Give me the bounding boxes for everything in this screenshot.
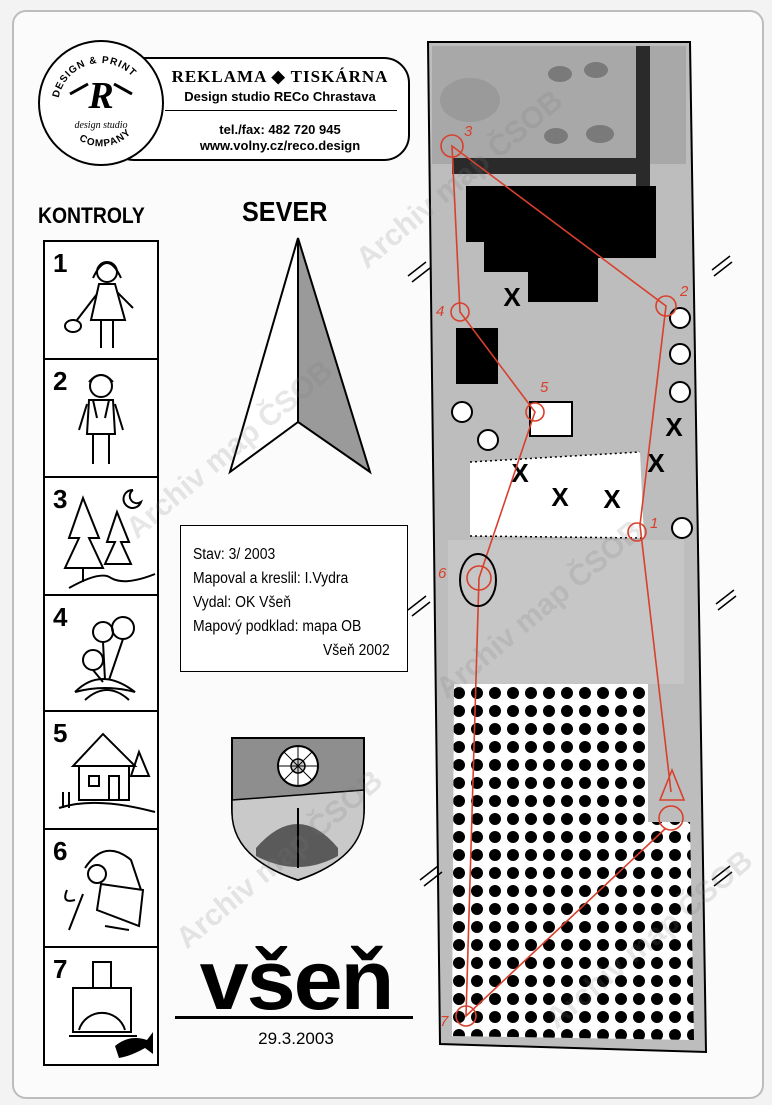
building [466,186,656,302]
control-card-3: 3 [43,476,159,596]
control-card-1: 1 [43,240,159,360]
control-card-4: 4 [43,594,159,712]
north-title: SEVER [242,196,328,227]
control-label: 5 [540,379,549,396]
control-label: 1 [650,515,658,532]
control-card-6: 6 [43,828,159,948]
balloon-faces-icon [74,616,136,701]
logo-line-web: www.volny.cz/reco.design [199,138,361,153]
building [456,328,498,384]
logo-script: design studio [74,120,127,131]
boy-icon [78,374,124,464]
witch-icon [64,849,145,931]
map-info-box: Stav: 3/ 2003 Mapoval a kreslil: I.Vydra… [180,525,408,672]
control-label: 6 [438,565,447,582]
logo-line-studio: Design studio RECo Chrastava [184,89,376,104]
control-number: 3 [53,484,68,514]
info-vydal: Vydal: OK Všeň [193,594,291,611]
control-label: 7 [440,1013,449,1030]
map-marker-x: X [665,412,683,442]
logo-line-reklama: REKLAMA ◆ TISKÁRNA [171,67,389,86]
logo-divider [165,110,397,111]
control-card-2: 2 [43,358,159,478]
map-marker-x: X [503,282,521,312]
info-stav: Stav: 3/ 2003 [193,546,276,563]
control-card-7: 7 [43,946,159,1066]
logo-line-phone: tel./fax: 482 720 945 [219,122,341,137]
event-date: 29.3.2003 [258,1029,334,1048]
control-number: 6 [53,836,68,866]
control-number: 2 [53,366,68,396]
info-mapoval: Mapoval a kreslil: I.Vydra [193,570,349,587]
control-number: 5 [53,718,68,748]
course-line [440,134,686,1027]
control-number: 1 [53,248,68,278]
oven-and-cat-icon [69,961,153,1058]
control-label: 3 [464,123,473,140]
title-underline [175,1016,413,1019]
little-red-riding-hood-icon [64,261,134,348]
dotted-vegetation [452,684,694,1040]
info-podklad-year: Všeň 2002 [323,642,390,659]
map-marker-x: X [511,458,529,488]
logo-badge: DESIGN & PRINT COMPANY R design studio [38,40,164,166]
control-label: 4 [436,303,444,320]
kontroly-title: KONTROLY [38,203,145,228]
control-card-5: 5 [43,710,159,830]
control-number: 7 [53,954,68,984]
forest-night-icon [63,488,156,589]
info-podklad: Mapový podklad: mapa OB [193,618,362,635]
gingerbread-house-icon [58,732,156,813]
logo-monogram: R [87,75,113,117]
map-marker-x: X [603,484,621,514]
map-marker-x: X [551,482,569,512]
logo-emblem: DESIGN & PRINT COMPANY R design studio [51,55,138,150]
map-marker-x: X [647,448,665,478]
control-label: 2 [679,283,689,300]
event-title: všeň [199,933,395,1027]
control-number: 4 [53,602,68,632]
